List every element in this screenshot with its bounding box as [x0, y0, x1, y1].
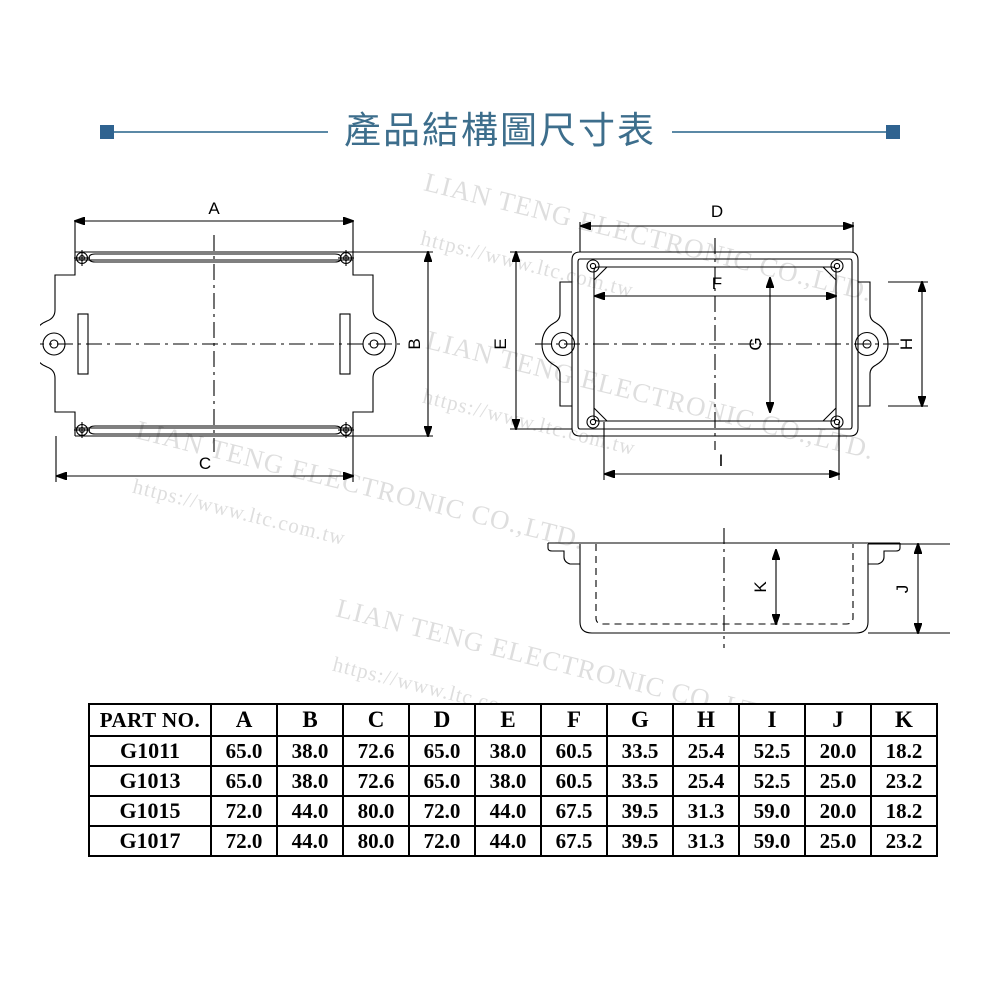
cell-e: 38.0	[474, 765, 542, 797]
table-row: G1017 72.0 44.0 80.0 72.0 44.0 67.5 39.5…	[88, 825, 938, 857]
cell-j: 25.0	[804, 765, 872, 797]
cell-a: 65.0	[210, 735, 278, 767]
dimension-label-G: G	[746, 337, 765, 350]
table-row: G1015 72.0 44.0 80.0 72.0 44.0 67.5 39.5…	[88, 795, 938, 827]
column-header-part-no: PART NO.	[88, 703, 212, 737]
cell-g: 39.5	[606, 825, 674, 857]
dimension-label-E: E	[491, 338, 510, 349]
title-rule-left	[100, 125, 328, 139]
table-row: G1013 65.0 38.0 72.6 65.0 38.0 60.5 33.5…	[88, 765, 938, 797]
cell-c: 72.6	[342, 735, 410, 767]
cell-f: 60.5	[540, 735, 608, 767]
cell-d: 72.0	[408, 825, 476, 857]
column-header-i: I	[738, 703, 806, 737]
title-cap-left-icon	[100, 125, 114, 139]
cell-i: 59.0	[738, 795, 806, 827]
column-header-e: E	[474, 703, 542, 737]
cell-j: 20.0	[804, 735, 872, 767]
cell-a: 72.0	[210, 795, 278, 827]
column-header-f: F	[540, 703, 608, 737]
top-view-drawing: A B C	[40, 199, 433, 482]
column-header-c: C	[342, 703, 410, 737]
table-header-row: PART NO. A B C D E F G H I J K	[88, 703, 938, 737]
cell-i: 52.5	[738, 765, 806, 797]
cell-d: 65.0	[408, 735, 476, 767]
cell-f: 67.5	[540, 825, 608, 857]
cell-i: 59.0	[738, 825, 806, 857]
plan-view-drawing: D E F G H I	[491, 202, 928, 480]
cell-a: 72.0	[210, 825, 278, 857]
cell-i: 52.5	[738, 735, 806, 767]
cell-d: 72.0	[408, 795, 476, 827]
column-header-j: J	[804, 703, 872, 737]
cell-h: 25.4	[672, 735, 740, 767]
cell-k: 18.2	[870, 795, 938, 827]
title-rule-right	[672, 125, 900, 139]
page-title-bar: 產品結構圖尺寸表	[0, 104, 1000, 160]
cell-k: 18.2	[870, 735, 938, 767]
cell-c: 72.6	[342, 765, 410, 797]
cell-b: 38.0	[276, 765, 344, 797]
cell-h: 25.4	[672, 765, 740, 797]
dimension-label-I: I	[719, 451, 724, 470]
cell-a: 65.0	[210, 765, 278, 797]
cell-h: 31.3	[672, 825, 740, 857]
cell-b: 38.0	[276, 735, 344, 767]
cell-f: 67.5	[540, 795, 608, 827]
cell-part-no: G1011	[88, 735, 212, 767]
dimension-label-B: B	[405, 338, 424, 349]
title-cap-right-icon	[886, 125, 900, 139]
cell-e: 44.0	[474, 795, 542, 827]
page-title: 產品結構圖尺寸表	[344, 108, 656, 152]
table-row: G1011 65.0 38.0 72.6 65.0 38.0 60.5 33.5…	[88, 735, 938, 767]
cell-g: 33.5	[606, 735, 674, 767]
column-header-b: B	[276, 703, 344, 737]
cell-d: 65.0	[408, 765, 476, 797]
specification-table: PART NO. A B C D E F G H I J K G1011 65.…	[88, 703, 938, 857]
dimension-label-D: D	[711, 202, 723, 221]
dimension-label-K: K	[751, 581, 770, 593]
cell-part-no: G1013	[88, 765, 212, 797]
cell-b: 44.0	[276, 795, 344, 827]
dimension-label-C: C	[199, 454, 211, 473]
dimension-label-A: A	[208, 199, 220, 218]
cell-g: 33.5	[606, 765, 674, 797]
cell-g: 39.5	[606, 795, 674, 827]
cell-e: 44.0	[474, 825, 542, 857]
dimension-label-H: H	[897, 338, 916, 350]
cell-part-no: G1015	[88, 795, 212, 827]
cell-c: 80.0	[342, 795, 410, 827]
dimension-label-J: J	[893, 585, 912, 594]
cell-c: 80.0	[342, 825, 410, 857]
cell-b: 44.0	[276, 825, 344, 857]
column-header-k: K	[870, 703, 938, 737]
section-view-drawing: K J	[547, 528, 950, 648]
dimension-label-F: F	[712, 274, 722, 293]
column-header-h: H	[672, 703, 740, 737]
cell-f: 60.5	[540, 765, 608, 797]
cell-e: 38.0	[474, 735, 542, 767]
cell-j: 20.0	[804, 795, 872, 827]
column-header-d: D	[408, 703, 476, 737]
cell-j: 25.0	[804, 825, 872, 857]
column-header-a: A	[210, 703, 278, 737]
cell-part-no: G1017	[88, 825, 212, 857]
cell-k: 23.2	[870, 765, 938, 797]
cell-k: 23.2	[870, 825, 938, 857]
cell-h: 31.3	[672, 795, 740, 827]
column-header-g: G	[606, 703, 674, 737]
